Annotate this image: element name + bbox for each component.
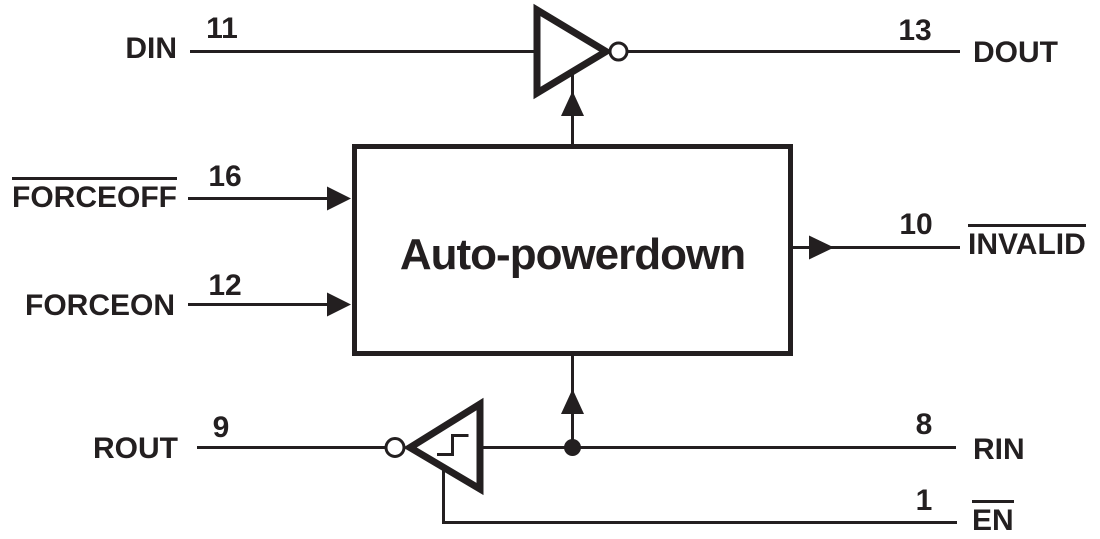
rin-label: RIN — [973, 433, 1025, 466]
receiver-control-arrowhead-icon — [561, 389, 584, 414]
forceon-label: FORCEON — [25, 289, 175, 322]
driver-control-arrowhead-icon — [561, 91, 584, 116]
din-pin-number: 11 — [206, 12, 238, 45]
din-label: DIN — [125, 32, 177, 65]
rin-pin-number: 8 — [915, 408, 933, 441]
forceon-pin-number: 12 — [208, 269, 242, 302]
invalid-overline-text: INVALID — [968, 224, 1086, 260]
auto-powerdown-label: Auto-powerdown — [399, 230, 746, 279]
forceoff-arrowhead-icon — [327, 186, 351, 211]
driver-inverter-bubble-icon — [608, 41, 629, 62]
invalid-label: INVALID — [968, 224, 1086, 260]
rout-label: ROUT — [93, 432, 178, 465]
en-pin-number: 1 — [915, 484, 933, 517]
en-overline-text: EN — [972, 500, 1014, 536]
schmitt-trigger-icon — [437, 434, 469, 456]
forceoff-label: FORCEOFF — [12, 177, 177, 213]
junction-dot-icon — [564, 439, 581, 456]
invalid-arrowhead-icon — [809, 235, 834, 260]
forceon-arrowhead-icon — [327, 292, 351, 317]
rout-pin-number: 9 — [212, 411, 230, 444]
dout-label: DOUT — [973, 36, 1058, 69]
forceoff-overline-text: FORCEOFF — [12, 177, 177, 213]
en-label: EN — [972, 500, 1014, 536]
receiver-inverter-bubble-icon — [384, 437, 406, 458]
receiver-gate-icon — [403, 397, 484, 496]
dout-pin-number: 13 — [898, 14, 932, 47]
driver-gate-icon — [533, 3, 613, 100]
forceoff-pin-number: 16 — [208, 160, 242, 193]
invalid-pin-number: 10 — [899, 208, 933, 241]
auto-powerdown-box — [352, 144, 793, 356]
